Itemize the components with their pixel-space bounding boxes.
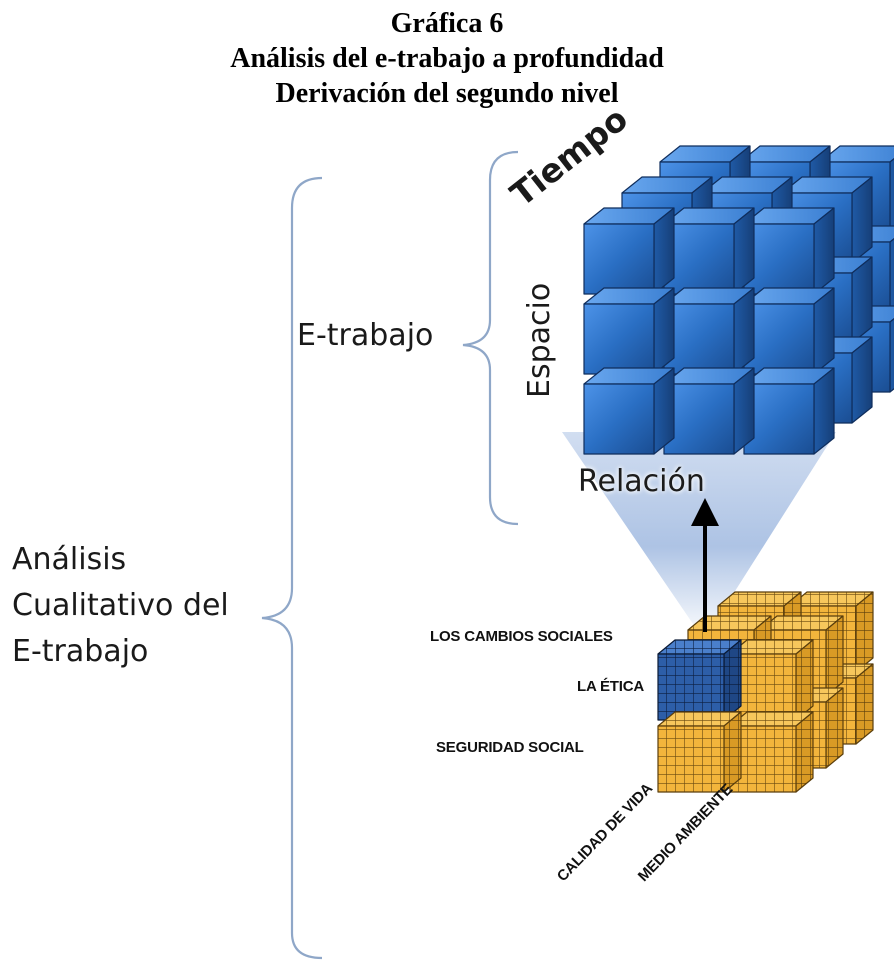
title-line-2: Análisis del e-trabajo a profundidad xyxy=(230,43,664,74)
relation-funnel xyxy=(562,432,836,640)
big-cube-cell-0-0-2-side xyxy=(813,207,835,295)
small-cube-cell-1-0-1-side xyxy=(825,615,844,697)
big-cube-cell-0-0-2 xyxy=(743,207,835,295)
big-cube-cell-0-0-1-side xyxy=(733,207,755,295)
small-cube-cell-0-0-0-front xyxy=(657,653,725,721)
small-cube-cell-0-0-1 xyxy=(729,639,814,721)
root-label-line-3: E-trabajo xyxy=(12,634,149,669)
branch-label: E-trabajo xyxy=(297,318,434,353)
big-cube-cell-0-2-1-side xyxy=(733,367,755,455)
big-cube-cell-1-0-2-side xyxy=(851,176,873,264)
root-bracket xyxy=(261,176,323,960)
branch-bracket xyxy=(462,150,519,526)
root-label-line-2: Cualitativo del xyxy=(12,588,229,623)
big-cube-cell-0-1-0 xyxy=(583,287,675,375)
big-cube-cell-0-2-0 xyxy=(583,367,675,455)
chart-title: Gráfica 6 Análisis del e-trabajo a profu… xyxy=(0,0,894,111)
big-cube-cell-0-0-0 xyxy=(583,207,675,295)
big-cube-cell-0-1-1 xyxy=(663,287,755,375)
small-cube-cell-2-1-1-side xyxy=(855,663,874,745)
big-cube-cell-0-0-0-front xyxy=(583,223,655,295)
row-label-ethics: LA ÉTICA xyxy=(577,678,645,695)
title-line-1: Gráfica 6 xyxy=(390,8,504,39)
small-cube-cell-0-0-0-side xyxy=(723,639,742,721)
big-cube-cell-0-1-0-front xyxy=(583,303,655,375)
big-cube-cell-1-2-2-side xyxy=(851,336,873,424)
big-cube-cell-2-0-2-top xyxy=(819,145,894,163)
big-cube-cell-0-0-1 xyxy=(663,207,755,295)
root-label: Análisis Cualitativo del E-trabajo xyxy=(12,537,229,675)
axis-space-label: Espacio xyxy=(522,282,557,398)
title-line-3: Derivación del segundo nivel xyxy=(275,78,619,109)
big-cube-cell-0-0-0-side xyxy=(653,207,675,295)
relation-label: Relación xyxy=(578,464,705,499)
root-label-line-1: Análisis xyxy=(12,542,127,577)
small-cube-cell-0-1-0-front xyxy=(657,725,725,793)
big-cube-cell-0-2-0-side xyxy=(653,367,675,455)
big-cube-cell-0-1-1-side xyxy=(733,287,755,375)
small-cube-cell-0-1-0 xyxy=(657,711,742,793)
small-cube-cell-0-0-1-side xyxy=(795,639,814,721)
small-cube-cell-0-1-0-side xyxy=(723,711,742,793)
big-cube-cell-0-2-1 xyxy=(663,367,755,455)
row-label-social-change: LOS CAMBIOS SOCIALES xyxy=(430,628,613,645)
small-cube-cell-2-0-1-side xyxy=(855,591,874,673)
row-label-social-security: SEGURIDAD SOCIAL xyxy=(436,739,584,756)
small-cube-cell-1-1-1-side xyxy=(825,687,844,769)
big-cube-cell-0-2-2-side xyxy=(813,367,835,455)
small-cube xyxy=(657,591,874,793)
big-cube-cell-1-1-2-side xyxy=(851,256,873,344)
small-cube-cell-0-1-1 xyxy=(729,711,814,793)
small-cube-cell-0-0-0 xyxy=(657,639,742,721)
big-cube-cell-0-1-2-side xyxy=(813,287,835,375)
big-cube-cell-0-1-0-side xyxy=(653,287,675,375)
big-cube xyxy=(583,145,894,455)
big-cube-cell-0-2-0-front xyxy=(583,383,655,455)
big-cube-cell-0-1-2 xyxy=(743,287,835,375)
small-cube-cell-0-1-1-side xyxy=(795,711,814,793)
big-cube-cell-0-2-2 xyxy=(743,367,835,455)
